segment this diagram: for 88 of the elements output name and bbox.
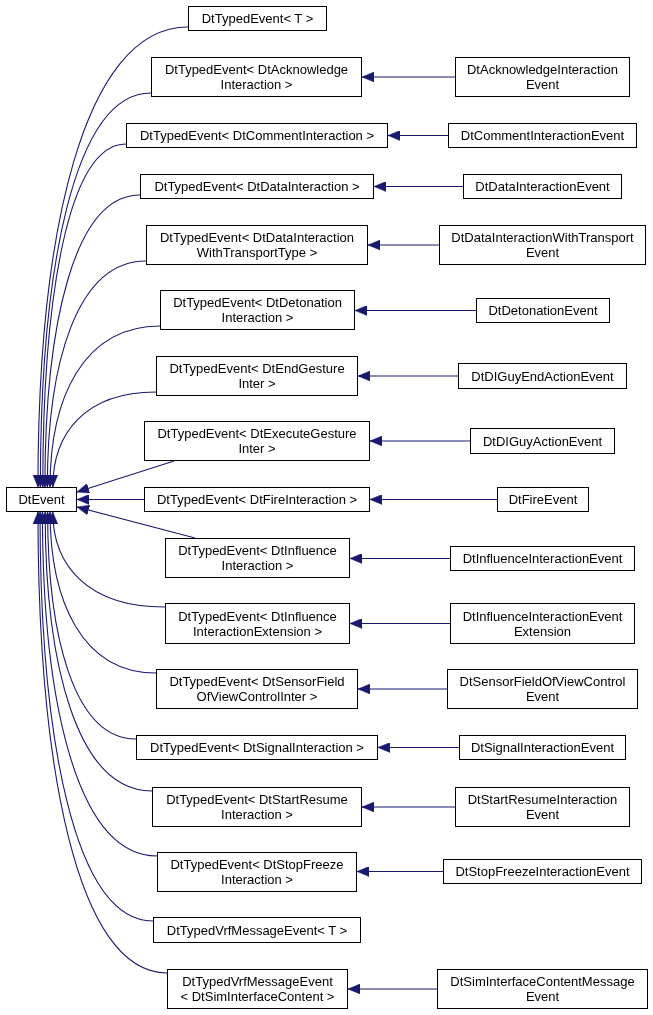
inheritance-arrow bbox=[369, 494, 498, 505]
class-name: DtSimInterfaceContentMessage Event bbox=[449, 974, 636, 1004]
class-box bbox=[126, 123, 388, 148]
class-name: DtInfluenceInteractionEvent bbox=[462, 551, 623, 566]
inheritance-arrow bbox=[361, 801, 456, 813]
class-box bbox=[144, 421, 370, 461]
class-name: DtSensorFieldOfViewControl Event bbox=[458, 674, 627, 704]
class-name: DtDetonationEvent bbox=[488, 303, 598, 318]
inheritance-arrow bbox=[45, 325, 161, 488]
class-box bbox=[437, 969, 648, 1009]
class-box bbox=[136, 735, 378, 760]
class-box bbox=[439, 225, 646, 265]
class-name: DtTypedEvent< DtInfluence Interaction > bbox=[177, 543, 338, 573]
inheritance-arrow bbox=[361, 71, 456, 83]
class-name: DtStopFreezeInteractionEvent bbox=[455, 864, 630, 879]
inheritance-arrow bbox=[354, 305, 477, 316]
class-name: DtTypedEvent< DtStopFreeze Interaction > bbox=[169, 857, 345, 887]
class-name: DtSignalInteractionEvent bbox=[470, 740, 615, 755]
class-name: DtTypedEvent< DtCommentInteraction > bbox=[139, 128, 375, 143]
class-name: DtTypedEvent< DtAcknowledge Interaction > bbox=[163, 62, 350, 92]
class-name: DtTypedEvent< DtSignalInteraction > bbox=[150, 740, 364, 755]
class-box bbox=[458, 363, 627, 389]
class-box bbox=[153, 917, 361, 943]
class-box bbox=[140, 174, 374, 199]
class-name: DtTypedEvent< DtExecuteGesture Inter > bbox=[156, 426, 358, 456]
class-name: DtTypedEvent< DtSensorField OfViewControlInter > bbox=[168, 674, 346, 704]
class-box bbox=[152, 787, 362, 827]
class-box bbox=[450, 546, 635, 571]
inheritance-arrow bbox=[387, 130, 449, 141]
class-name: DtEvent bbox=[18, 492, 65, 507]
class-name: DtDIGuyActionEvent bbox=[482, 433, 603, 449]
inheritance-arrow bbox=[369, 435, 471, 447]
inheritance-arrow bbox=[367, 239, 440, 251]
class-name: DtTypedEvent< DtDetonation Interaction > bbox=[172, 295, 343, 325]
class-name: DtAcknowledgeInteraction Event bbox=[466, 62, 619, 92]
class-box bbox=[448, 123, 637, 148]
inheritance-arrow bbox=[356, 866, 444, 877]
class-box bbox=[146, 225, 368, 265]
class-name: DtDataInteractionEvent bbox=[475, 179, 610, 194]
class-box bbox=[455, 57, 630, 97]
class-box bbox=[167, 969, 348, 1009]
class-name: DtTypedEvent< DtFireInteraction > bbox=[156, 492, 358, 507]
class-name: DtTypedEvent< DtStartResume Interaction > bbox=[165, 792, 349, 822]
class-box bbox=[443, 859, 642, 884]
inheritance-arrow bbox=[32, 511, 168, 974]
inheritance-arrow bbox=[347, 983, 438, 995]
class-name: DtDIGuyEndActionEvent bbox=[471, 368, 614, 384]
inheritance-arrow bbox=[373, 181, 464, 192]
class-box bbox=[160, 290, 355, 330]
class-box bbox=[450, 603, 635, 644]
class-name: DtTypedEvent< DtDataInteraction > bbox=[154, 179, 360, 194]
class-name: DtTypedVrfMessageEvent < DtSimInterfaceContent > bbox=[179, 974, 336, 1004]
class-box bbox=[497, 487, 589, 512]
inheritance-arrow bbox=[76, 504, 196, 539]
class-box bbox=[447, 669, 638, 709]
class-box bbox=[165, 603, 350, 644]
class-name: DtDataInteractionWithTransport Event bbox=[450, 230, 635, 260]
class-box bbox=[470, 428, 615, 454]
class-box bbox=[463, 174, 622, 199]
class-box bbox=[165, 538, 350, 578]
class-name: DtTypedVrfMessageEvent< T > bbox=[166, 922, 348, 938]
class-box bbox=[459, 735, 626, 760]
class-name: DtTypedEvent< T > bbox=[201, 11, 314, 26]
inheritance-arrow bbox=[357, 370, 459, 382]
class-name: DtTypedEvent< DtInfluence InteractionExtension > bbox=[177, 608, 338, 639]
class-box bbox=[156, 669, 358, 709]
inheritance-arrow bbox=[76, 460, 175, 494]
class-name: DtCommentInteractionEvent bbox=[460, 128, 625, 143]
inheritance-arrow bbox=[32, 26, 189, 488]
class-name: DtFireEvent bbox=[508, 492, 578, 507]
class-box bbox=[156, 356, 358, 396]
class-name: DtStartResumeInteraction Event bbox=[466, 792, 619, 822]
class-name: DtInfluenceInteractionEvent Extension bbox=[461, 608, 624, 639]
class-box bbox=[188, 6, 327, 31]
class-box bbox=[144, 487, 370, 512]
inheritance-arrow bbox=[349, 618, 451, 629]
class-box bbox=[157, 852, 357, 892]
inheritance-arrow bbox=[349, 553, 451, 564]
class-box bbox=[476, 298, 610, 323]
class-name: DtTypedEvent< DtEndGesture Inter > bbox=[168, 361, 346, 391]
class-box bbox=[151, 57, 362, 97]
inheritance-arrow bbox=[76, 494, 145, 505]
inheritance-arrow bbox=[357, 683, 448, 695]
inheritance-arrow bbox=[377, 742, 460, 753]
inheritance-arrow bbox=[48, 391, 157, 488]
class-box bbox=[6, 487, 77, 512]
class-name: DtTypedEvent< DtDataInteraction WithTransportType > bbox=[159, 230, 355, 260]
class-box bbox=[455, 787, 630, 827]
